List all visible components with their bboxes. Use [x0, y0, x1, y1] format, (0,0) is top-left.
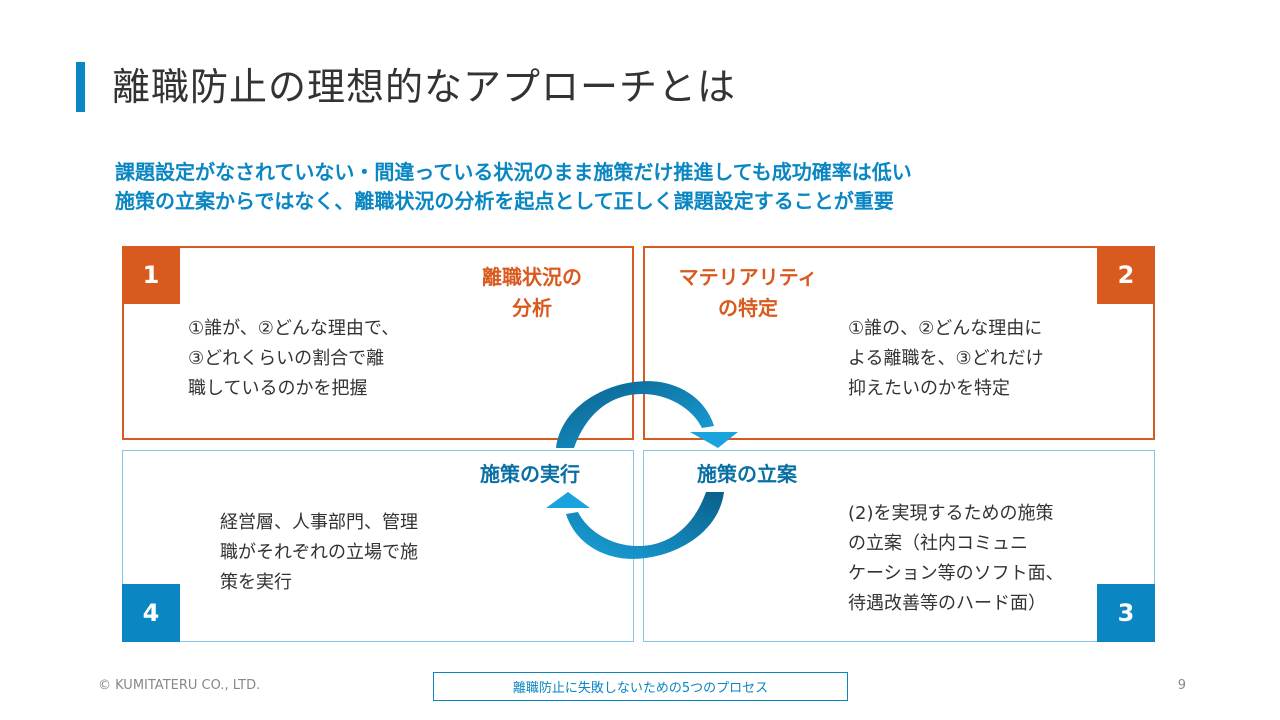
quadrant-2-title: マテリアリティ の特定: [658, 262, 838, 324]
quadrant-1-description-line: ①誰が、②どんな理由で、: [188, 318, 400, 339]
copyright-text: © KUMITATERU CO., LTD.: [98, 678, 261, 693]
quadrant-2-description-line: 抑えたいのかを特定: [848, 378, 1010, 399]
cycle-arrow-lower-head: [546, 492, 590, 508]
quadrant-3-description-line: ケーション等のソフト面、: [848, 563, 1064, 584]
circular-arrows-icon: [546, 381, 738, 559]
cycle-arrow-upper-head: [690, 432, 738, 448]
quadrant-1-number-badge: 1: [122, 246, 180, 304]
quadrant-3-number-badge: 3: [1097, 584, 1155, 642]
section-caption-box: 離職防止に失敗しないための5つのプロセス: [433, 672, 848, 701]
quadrant-4-description: 経営層、人事部門、管理 職がそれぞれの立場で施 策を実行: [220, 508, 418, 598]
quadrant-analysis: [122, 246, 634, 440]
quadrant-2-description: ①誰の、②どんな理由に よる離職を、③どれだけ 抑えたいのかを特定: [848, 314, 1044, 404]
quadrant-4-number-badge: 4: [122, 584, 180, 642]
quadrant-2-title-line: マテリアリティ: [678, 265, 818, 289]
quadrant-4-title: 施策の実行: [455, 459, 605, 490]
quadrant-1-title-line: 離職状況の: [482, 265, 582, 289]
quadrant-4-description-line: 経営層、人事部門、管理: [220, 512, 418, 533]
page-title: 離職防止の理想的なアプローチとは: [112, 65, 737, 109]
quadrant-4-title-line: 施策の実行: [480, 462, 580, 486]
quadrant-2-title-line: の特定: [718, 296, 778, 320]
quadrant-3-description-line: 待遇改善等のハード面）: [848, 593, 1046, 614]
quadrant-1-title: 離職状況の 分析: [452, 262, 612, 324]
cycle-arrow-lower: [566, 492, 724, 559]
quadrant-1-description-line: 職しているのかを把握: [188, 378, 368, 399]
quadrant-2-description-line: ①誰の、②どんな理由に: [848, 318, 1043, 339]
quadrant-1-description-line: ③どれくらいの割合で離: [188, 348, 385, 369]
lead-line-2: 施策の立案からではなく、離職状況の分析を起点として正しく課題設定することが重要: [115, 189, 894, 213]
title-accent-bar: [76, 62, 85, 112]
quadrant-3-description: (2)を実現するための施策 の立案（社内コミュニ ケーション等のソフト面、 待遇…: [848, 499, 1064, 619]
quadrant-2-description-line: よる離職を、③どれだけ: [848, 348, 1044, 369]
quadrant-3-title-line: 施策の立案: [697, 462, 797, 486]
quadrant-3-description-line: の立案（社内コミュニ: [848, 533, 1028, 554]
quadrant-3-title: 施策の立案: [672, 459, 822, 490]
quadrant-1-description: ①誰が、②どんな理由で、 ③どれくらいの割合で離 職しているのかを把握: [188, 314, 399, 404]
quadrant-1-title-line: 分析: [512, 296, 552, 320]
quadrant-4-description-line: 策を実行: [220, 572, 292, 593]
page-number: 9: [1177, 678, 1186, 693]
quadrant-3-description-line: (2)を実現するための施策: [848, 503, 1054, 524]
cycle-arrow-upper: [556, 381, 714, 448]
quadrant-materiality: [643, 246, 1155, 440]
quadrant-2-number-badge: 2: [1097, 246, 1155, 304]
lead-line-1: 課題設定がなされていない・間違っている状況のまま施策だけ推進しても成功確率は低い: [115, 160, 912, 184]
quadrant-4-description-line: 職がそれぞれの立場で施: [220, 542, 418, 563]
